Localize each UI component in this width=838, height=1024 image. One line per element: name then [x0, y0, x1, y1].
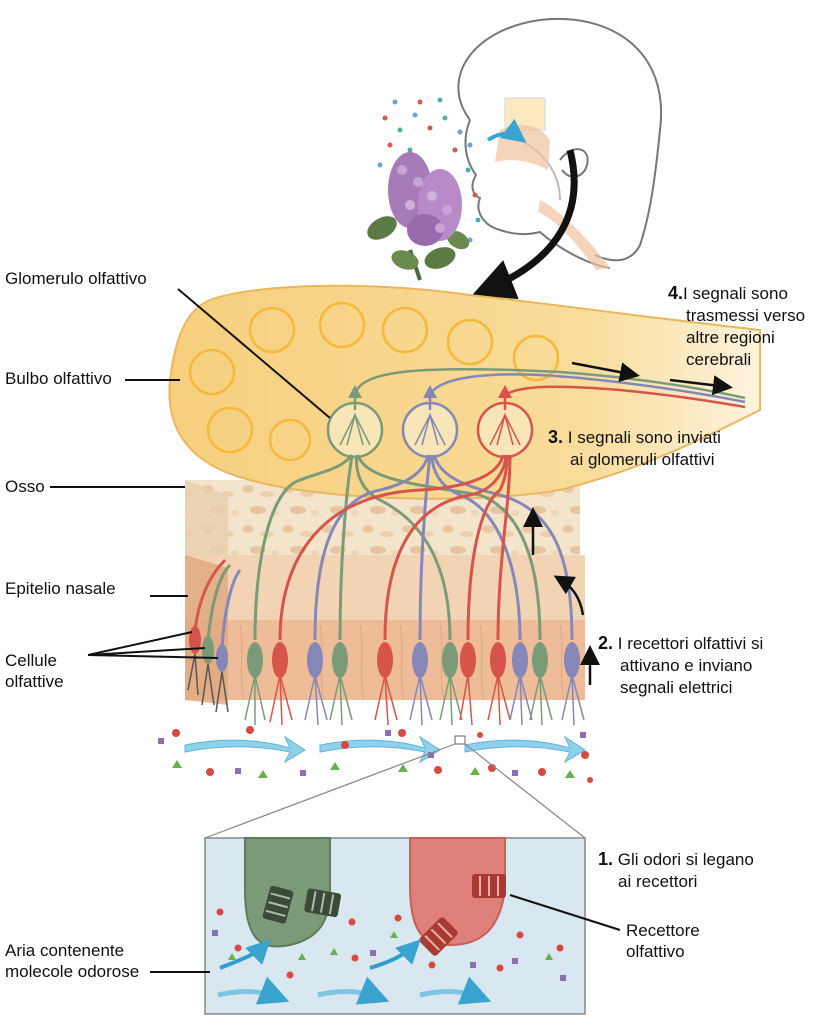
sensory-axons: [253, 454, 574, 641]
step-1-number: 1.: [598, 849, 614, 869]
label-cellule-line1: Cellule: [5, 651, 57, 670]
inset-odor-particles: [212, 908, 566, 981]
step-2-line2: attivano e inviano: [620, 656, 753, 675]
curved-arrow-icon: [472, 149, 578, 300]
air-flow-arrow-nose: [486, 118, 527, 143]
zoom-source-box: [454, 735, 466, 745]
mitral-cell-axons: [353, 367, 746, 410]
step-1: 1. Gli odori si legano ai recettori: [598, 848, 754, 893]
step-3: 3. I segnali sono inviati ai glomeruli o…: [548, 426, 721, 471]
signal-arrows: [523, 361, 733, 685]
mitral-cell-purple: [423, 385, 437, 398]
inset-neuron-red: [409, 837, 506, 947]
step-2: 2. I recettori olfattivi si attivano e i…: [598, 632, 763, 699]
throat: [538, 200, 610, 270]
step-4-line2: trasmessi verso: [686, 306, 806, 325]
label-osso: Osso: [5, 477, 45, 496]
bulb-glomeruli-circles: [188, 301, 560, 462]
olfactory-bulb: [168, 284, 761, 500]
step-4: 4.I segnali sono trasmessi verso altre r…: [668, 282, 805, 371]
label-epitelio-nasale: Epitelio nasale: [5, 579, 116, 598]
leader-lines: [50, 288, 621, 973]
label-recettore-olfattivo: Recettore olfattivo: [626, 920, 700, 962]
glomerulus-red: [476, 401, 534, 459]
inset-air-flow: [217, 976, 492, 1005]
step-4-line4: cerebrali: [686, 350, 752, 369]
glomerular-synapses: [339, 412, 521, 446]
step-4-line3: altre regioni: [686, 328, 775, 347]
mitral-cell-green: [348, 385, 362, 398]
step-1-line1: Gli odori si legano: [617, 850, 754, 869]
odor-particles-air: [158, 726, 593, 783]
step-4-line1: I segnali sono: [683, 284, 788, 303]
nasal-passage: [495, 124, 550, 170]
label-cellule-olfattive: Cellule olfattive: [5, 650, 64, 692]
lilac-flower-icon: [367, 152, 470, 281]
label-aria-line2: molecole odorose: [5, 962, 140, 981]
step-3-number: 3.: [548, 427, 564, 447]
label-aria-line1: Aria contenente: [5, 941, 125, 960]
zoom-line-right: [464, 743, 586, 839]
step-3-line2: ai glomeruli olfattivi: [570, 450, 715, 469]
label-glomerulo-olfattivo: Glomerulo olfattivo: [5, 269, 147, 288]
step-2-line1: I recettori olfattivi si: [617, 634, 764, 653]
step-1-line2: ai recettori: [618, 872, 698, 891]
label-cellule-line2: olfattive: [5, 672, 64, 691]
step-2-number: 2.: [598, 633, 614, 653]
air-flow-arrows: [184, 735, 586, 764]
label-aria-contenente: Aria contenente molecole odorose: [5, 940, 139, 982]
mitral-cell-red: [498, 385, 512, 398]
inset-binding-arrows: [219, 939, 421, 970]
odor-particles-top: [377, 97, 481, 243]
label-recettore-line1: Recettore: [626, 921, 700, 940]
step-3-line1: I segnali sono inviati: [567, 428, 721, 447]
label-recettore-line2: olfattivo: [626, 942, 685, 961]
label-bulbo-olfattivo: Bulbo olfattivo: [5, 369, 112, 388]
glomerulus-green: [326, 401, 384, 459]
receptor-protein-icon: [262, 874, 506, 956]
step-4-number: 4.: [668, 283, 684, 303]
glomerulus-purple: [401, 401, 459, 459]
zoom-line-left: [204, 743, 456, 839]
olfactory-neurons: [244, 642, 585, 726]
step-2-line3: segnali elettrici: [620, 678, 733, 697]
